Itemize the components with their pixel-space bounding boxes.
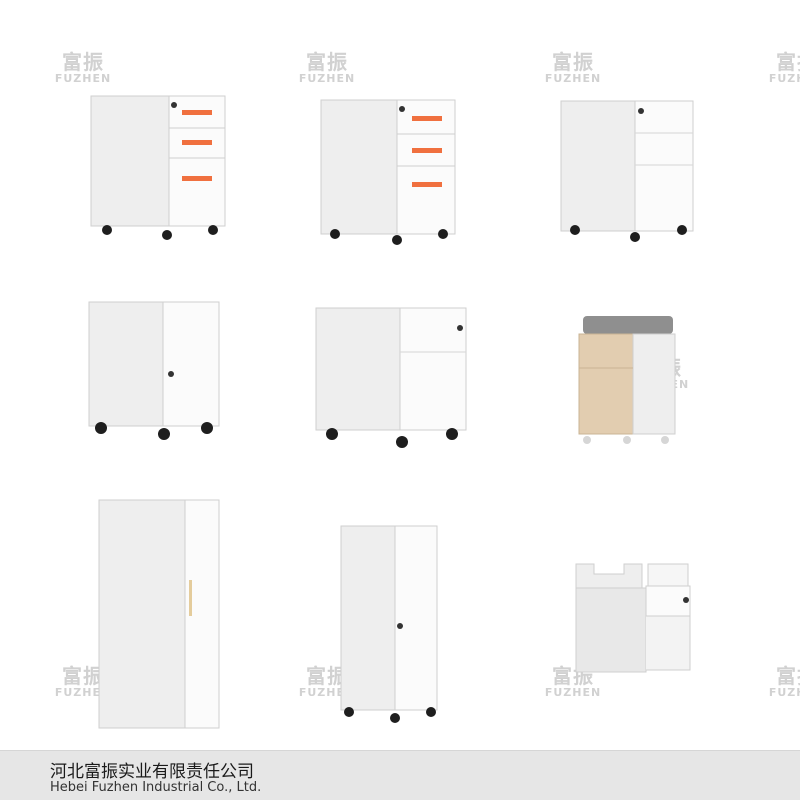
product-pedestal-door[interactable] [85,298,225,444]
pedestal-image [575,563,691,673]
cabinet-image [98,499,220,729]
company-footer: 河北富振实业有限责任公司 Hebei Fuzhen Industrial Co.… [0,750,800,800]
product-under-desk-pedestal[interactable] [572,560,694,678]
product-pedestal-wood-cushion[interactable] [575,312,680,452]
product-pedestal-orange-1[interactable] [85,92,230,242]
product-slim-mobile-cabinet[interactable] [335,522,445,724]
product-pedestal-orange-2[interactable] [315,96,460,248]
pedestal-image [88,301,220,440]
product-pedestal-white[interactable] [555,97,700,247]
product-tall-cabinet[interactable] [95,496,225,736]
pedestal-image [315,307,467,448]
pedestal-image [578,316,676,444]
pedestal-image [320,99,456,245]
product-pedestal-2-drawer[interactable] [312,304,472,454]
pedestal-image [560,100,694,242]
company-name-en: Hebei Fuzhen Industrial Co., Ltd. [50,780,262,795]
cabinet-image [340,525,438,723]
company-name-cn: 河北富振实业有限责任公司 [50,762,254,782]
pedestal-image [90,95,226,240]
